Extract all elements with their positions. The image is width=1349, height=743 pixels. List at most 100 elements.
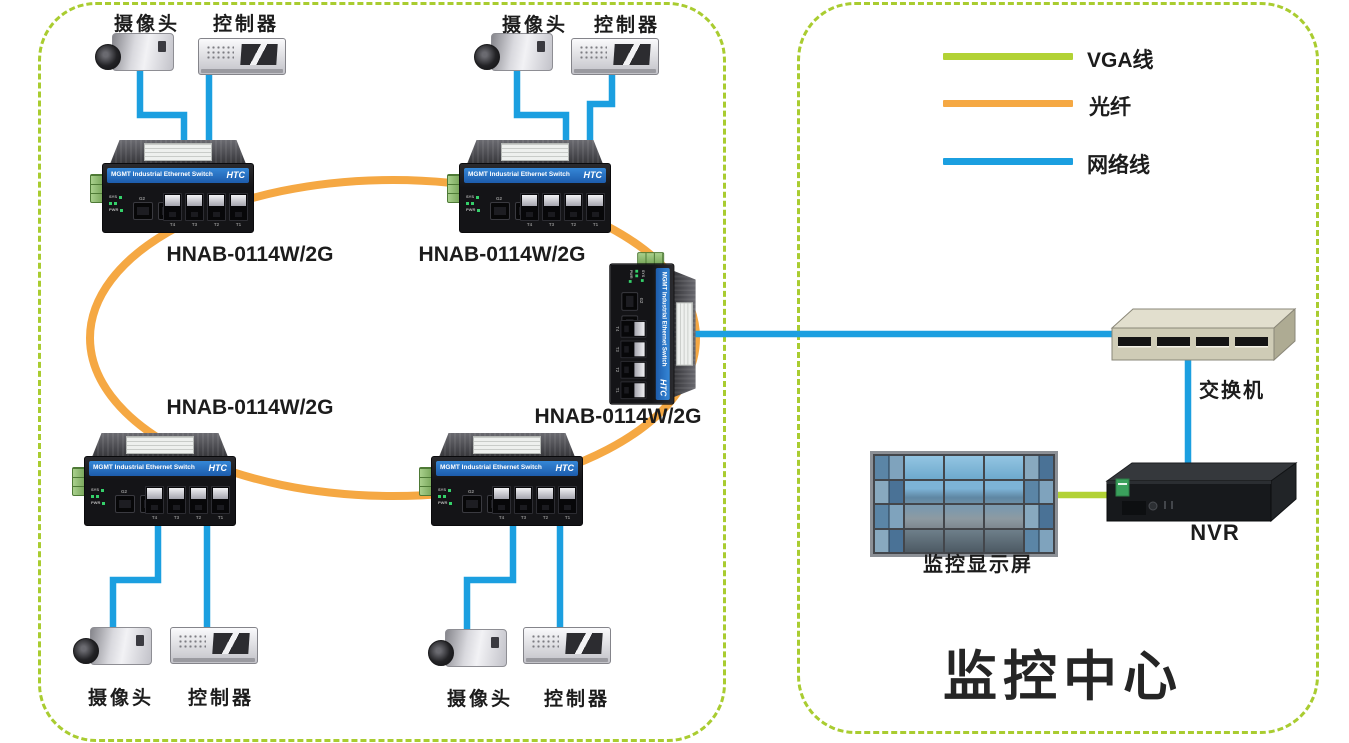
rj45-port — [207, 193, 226, 221]
rj45-port — [620, 340, 647, 359]
htc-logo: HTC — [583, 170, 603, 180]
wall-screen — [905, 456, 943, 479]
rj45-ports: T4 T3 T2 T1 — [145, 486, 230, 520]
status-leds: SYS PWR — [626, 269, 646, 289]
led-label-pwr: PWR — [109, 207, 119, 212]
controller-display — [212, 633, 250, 654]
controller-display — [613, 44, 651, 65]
rj45-port — [145, 486, 164, 514]
rj45-port — [211, 486, 230, 514]
camera-label: 摄像头 — [501, 15, 569, 36]
rj45-port-label: T4 — [498, 515, 505, 520]
led-dot — [109, 202, 112, 205]
rj45-port — [229, 193, 248, 221]
camera-body — [491, 33, 553, 71]
led-dot — [114, 202, 117, 205]
led-dot — [438, 495, 441, 498]
nvr-led — [1171, 501, 1173, 509]
controller-buttons — [206, 45, 234, 60]
nvr-green-sticker — [1115, 478, 1130, 497]
switch-label-sticker — [144, 143, 212, 161]
video-wall-label: 监控显示屏 — [923, 554, 1033, 576]
sticker-line — [1118, 483, 1127, 485]
rj45-ports: T4 T3 T2 T1 — [163, 193, 248, 227]
led-dot — [119, 195, 123, 199]
camera-label: 摄像头 — [87, 688, 155, 709]
wall-screen — [1025, 505, 1053, 528]
legend-network-line — [943, 158, 1073, 165]
sfp-port-label: G2 — [495, 196, 502, 201]
wall-screen — [905, 529, 943, 552]
wall-screen — [1025, 529, 1053, 552]
wall-screen — [945, 456, 983, 479]
led-label-pwr: PWR — [466, 207, 476, 212]
switch-header-stripe: MGMT Industrial Ethernet Switch HTC — [655, 267, 670, 401]
legend-fiber-label: 光纤 — [1089, 96, 1131, 119]
slot-highlight — [1196, 346, 1229, 348]
monitoring-center-panel — [797, 2, 1319, 734]
industrial-switch-3: MGMT Industrial Ethernet Switch HTC SYS … — [72, 433, 236, 526]
controller-display — [240, 44, 278, 65]
rj45-port-label: T4 — [614, 326, 620, 332]
rj45-port-label: T4 — [169, 222, 176, 227]
led-label-sys: SYS — [640, 269, 646, 278]
industrial-switch-2: MGMT Industrial Ethernet Switch HTC SYS … — [447, 140, 611, 233]
rj45-port-label: T4 — [526, 222, 533, 227]
sfp-port-label: G2 — [639, 297, 644, 304]
htc-logo: HTC — [658, 379, 668, 397]
controller-label: 控制器 — [187, 688, 255, 709]
nvr-label: NVR — [1190, 520, 1240, 545]
rj45-port-label: T1 — [235, 222, 242, 227]
controller — [198, 38, 286, 75]
nvr-power-button — [1148, 501, 1158, 511]
sfp-port-label: G2 — [138, 196, 145, 201]
controller-label: 控制器 — [593, 15, 661, 36]
switch-label-sticker — [501, 143, 569, 161]
camera1-cable — [136, 70, 188, 160]
htc-logo: HTC — [208, 463, 228, 473]
rj45-port-label: T3 — [191, 222, 198, 227]
sfp-slot — [462, 495, 482, 513]
slot-highlight — [1118, 346, 1151, 348]
legend-vga-line — [943, 53, 1073, 60]
switch-label-sticker — [126, 436, 194, 454]
rj45-port — [536, 486, 555, 514]
htc-logo: HTC — [226, 170, 246, 180]
rj45-port — [558, 486, 577, 514]
switch-label-sticker — [676, 302, 693, 366]
rj45-port-label: T1 — [592, 222, 599, 227]
controller-base — [526, 658, 608, 662]
lan-switch-slot — [1157, 337, 1190, 346]
sfp-port-label: G2 — [467, 489, 474, 494]
nvr-top — [1105, 462, 1298, 482]
camera-detail — [491, 637, 499, 648]
industrial-switch-1: MGMT Industrial Ethernet Switch HTC SYS … — [90, 140, 254, 233]
rj45-port-label: T3 — [173, 515, 180, 520]
rj45-port-label: T1 — [614, 387, 620, 393]
controller-label: 控制器 — [543, 689, 611, 710]
controller — [571, 38, 659, 75]
led-dot — [96, 495, 99, 498]
wall-screen — [945, 505, 983, 528]
rj45-port — [189, 486, 208, 514]
htc-logo: HTC — [555, 463, 575, 473]
sfp-slot — [490, 202, 510, 220]
switch-model-label: HNAB-0114W/2G — [166, 243, 334, 266]
rj45-port — [163, 193, 182, 221]
status-leds: SYS PWR — [466, 195, 486, 215]
led-dot — [635, 269, 639, 273]
camera-body — [90, 627, 152, 665]
wall-screen — [905, 505, 943, 528]
camera-label: 摄像头 — [446, 689, 514, 710]
status-leds: SYS PWR — [109, 195, 129, 215]
rj45-port — [586, 193, 605, 221]
fiber-ring — [86, 176, 700, 500]
switch-header-stripe: MGMT Industrial Ethernet Switch HTC — [464, 168, 606, 183]
rj45-port — [620, 360, 647, 379]
rj45-port-label: T3 — [614, 346, 620, 352]
camera-detail — [136, 635, 144, 646]
switch-header-stripe: MGMT Industrial Ethernet Switch HTC — [107, 168, 249, 183]
camera-lens — [95, 44, 121, 70]
rj45-port-label: T2 — [570, 222, 577, 227]
